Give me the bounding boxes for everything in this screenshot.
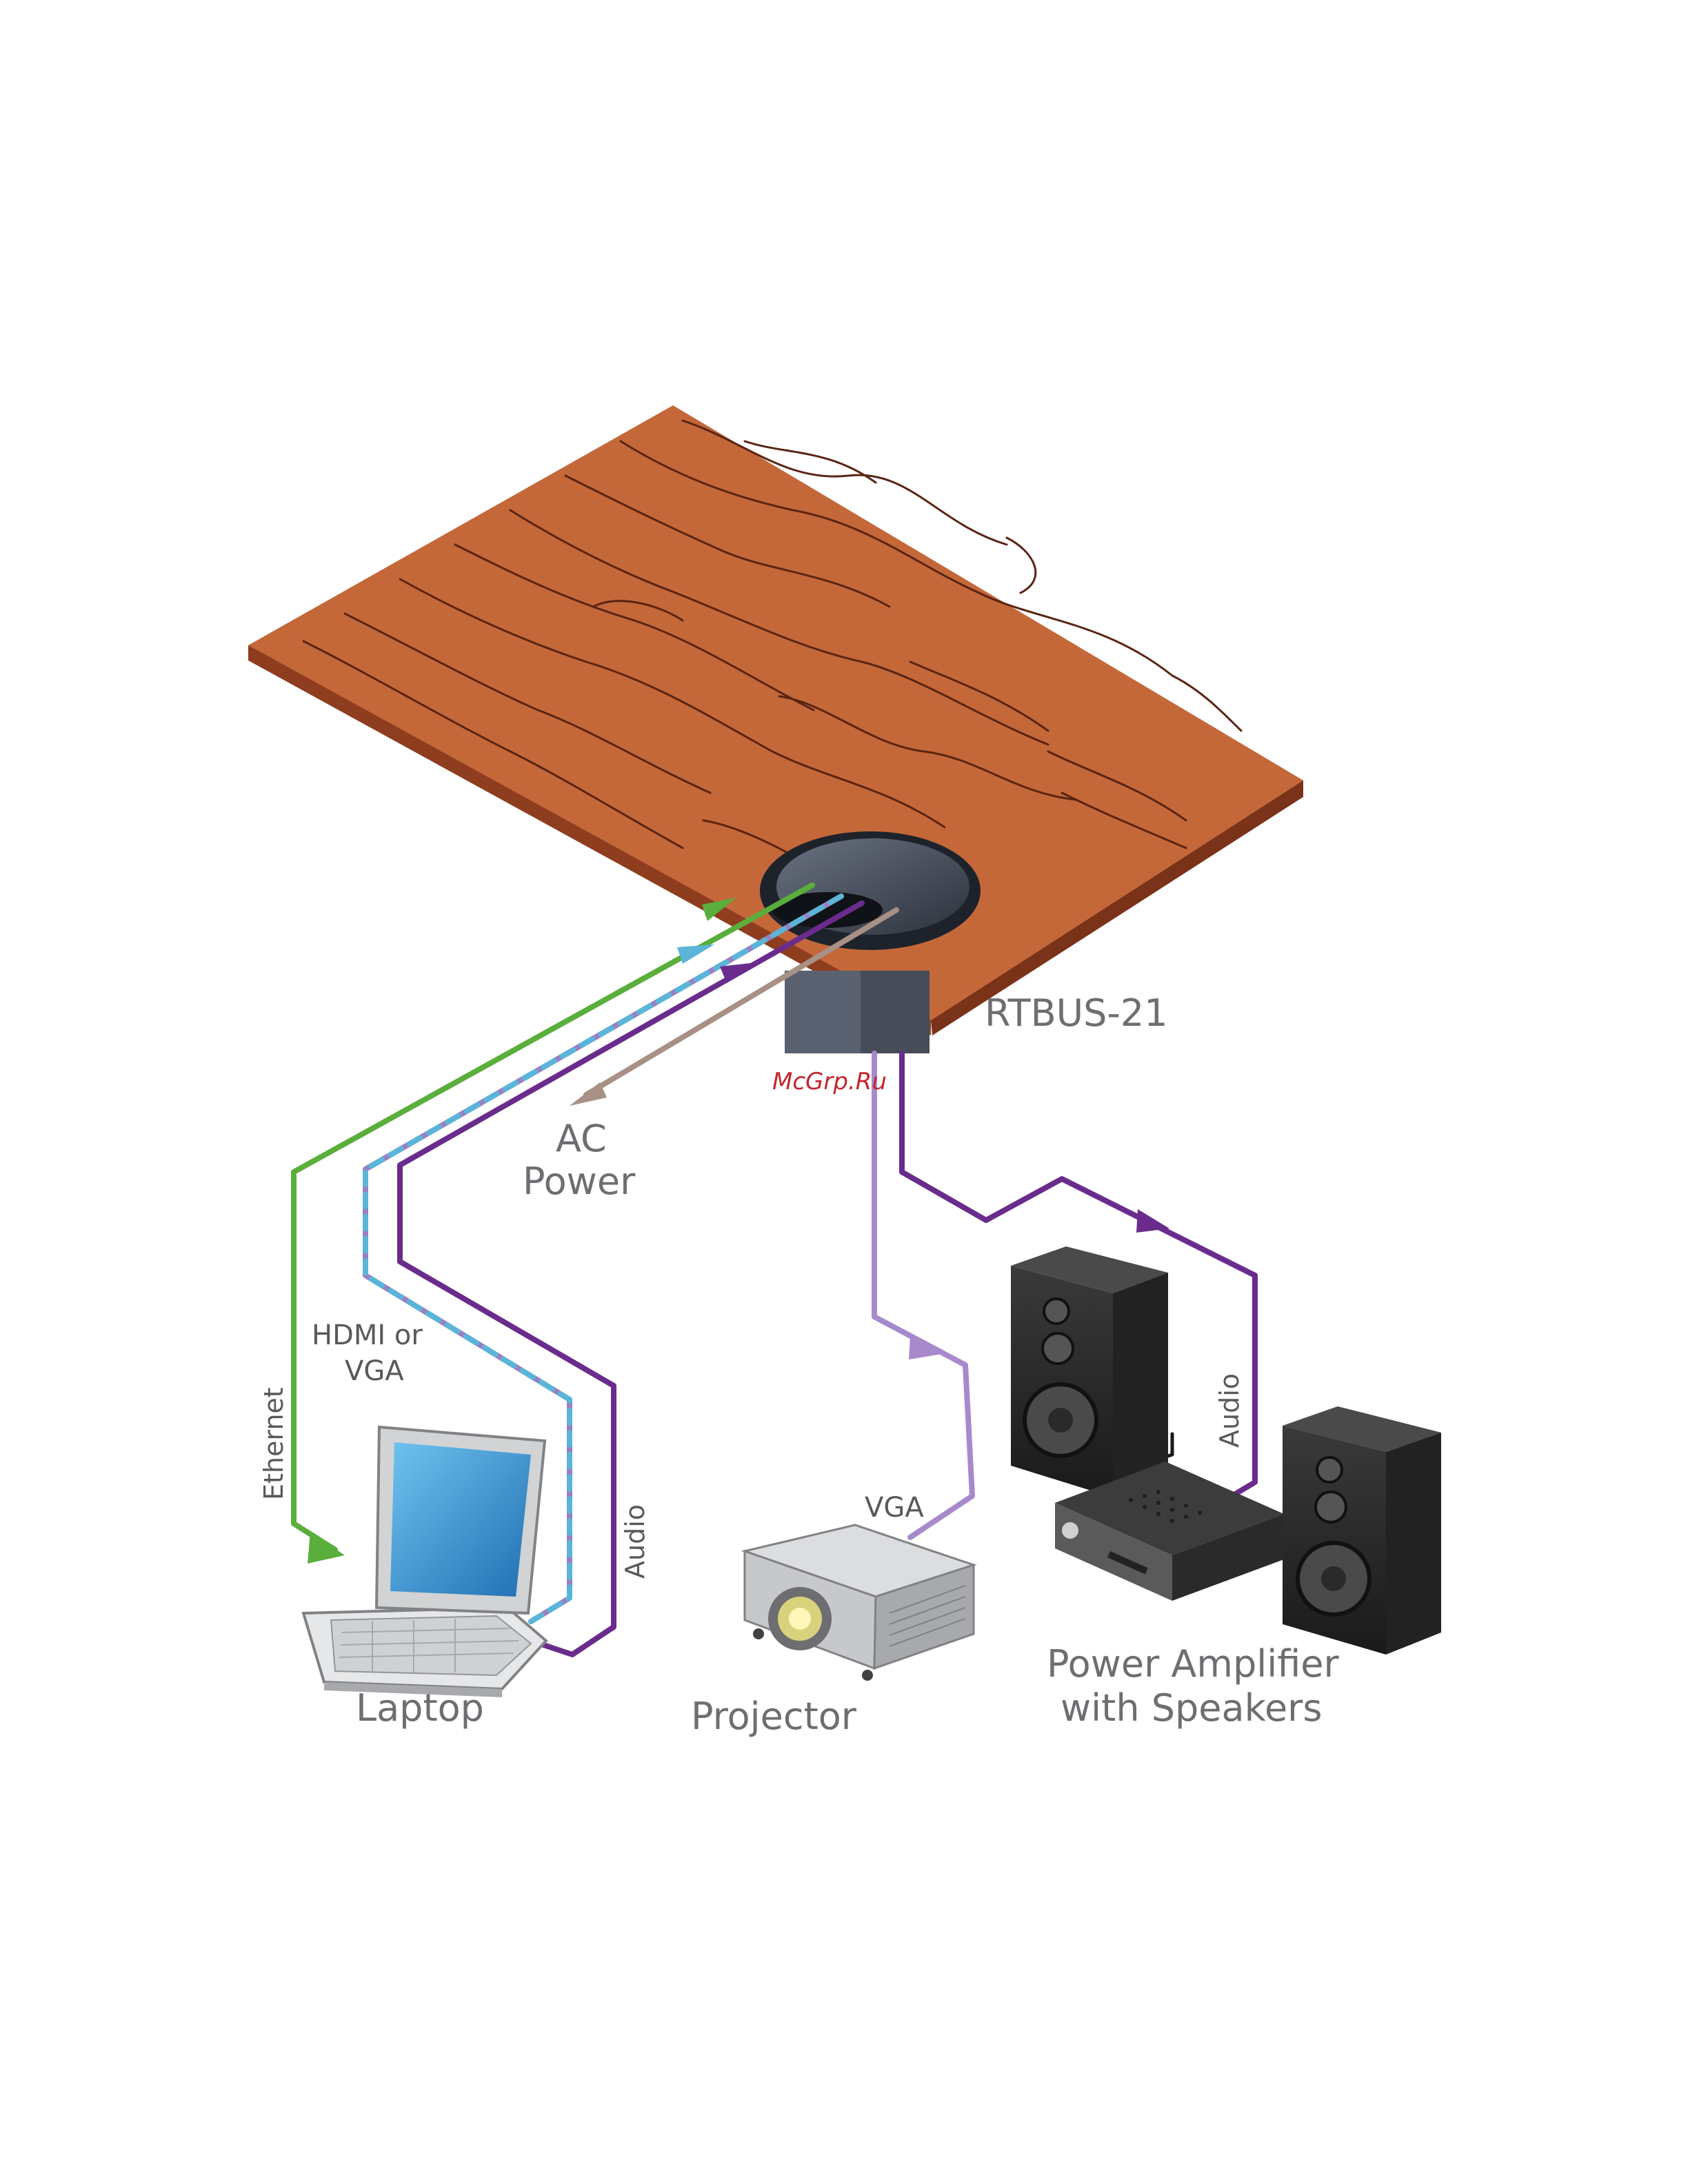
vga-projector-label: VGA	[865, 1492, 924, 1524]
speaker-left-mid-icon	[1043, 1333, 1073, 1364]
table-top	[248, 405, 1303, 1020]
audio-laptop-label: Audio	[620, 1504, 650, 1579]
watermark: McGrp.Ru	[772, 1068, 887, 1095]
ac-power-arrow-icon	[570, 1082, 607, 1106]
projector-foot	[753, 1628, 764, 1639]
speaker-right-mid-icon	[1316, 1492, 1346, 1522]
speaker-right-side	[1386, 1433, 1441, 1655]
speaker-right	[1283, 1406, 1441, 1655]
laptop-screen	[390, 1442, 531, 1597]
hdmi-label: HDMI or	[312, 1320, 423, 1351]
projector-label: Projector	[691, 1695, 857, 1738]
amp-label: Power Amplifier	[1047, 1642, 1339, 1686]
ethernet-arrow-down-icon	[308, 1532, 345, 1564]
device-label: RTBUS-21	[985, 991, 1168, 1035]
ethernet-label: Ethernet	[259, 1387, 289, 1500]
table	[248, 405, 1303, 1053]
projector-foot	[862, 1670, 873, 1681]
laptop-keyboard	[331, 1616, 531, 1675]
ac-power-label: AC	[556, 1117, 607, 1160]
speaker-left-woofer-cap	[1048, 1408, 1073, 1433]
hdmi-arrow-icon	[677, 944, 714, 964]
ac-power-label: Power	[523, 1160, 636, 1203]
speaker-left-tweeter-icon	[1044, 1299, 1069, 1324]
speaker-left	[1011, 1246, 1168, 1497]
projector	[745, 1525, 974, 1681]
ethernet-cable	[294, 885, 812, 1550]
hdmi-label: VGA	[345, 1355, 404, 1387]
laptop	[303, 1427, 546, 1697]
vga-cable	[874, 1053, 972, 1537]
speaker-right-woofer-cap	[1321, 1566, 1346, 1591]
projector-lens-inner	[789, 1608, 811, 1630]
amp-label: with Speakers	[1061, 1686, 1323, 1730]
speaker-right-tweeter-icon	[1317, 1457, 1342, 1482]
amp-knob-icon	[1062, 1522, 1078, 1539]
audio-amp-label: Audio	[1214, 1373, 1245, 1448]
laptop-label: Laptop	[356, 1686, 484, 1730]
device-body-shade	[861, 971, 930, 1053]
